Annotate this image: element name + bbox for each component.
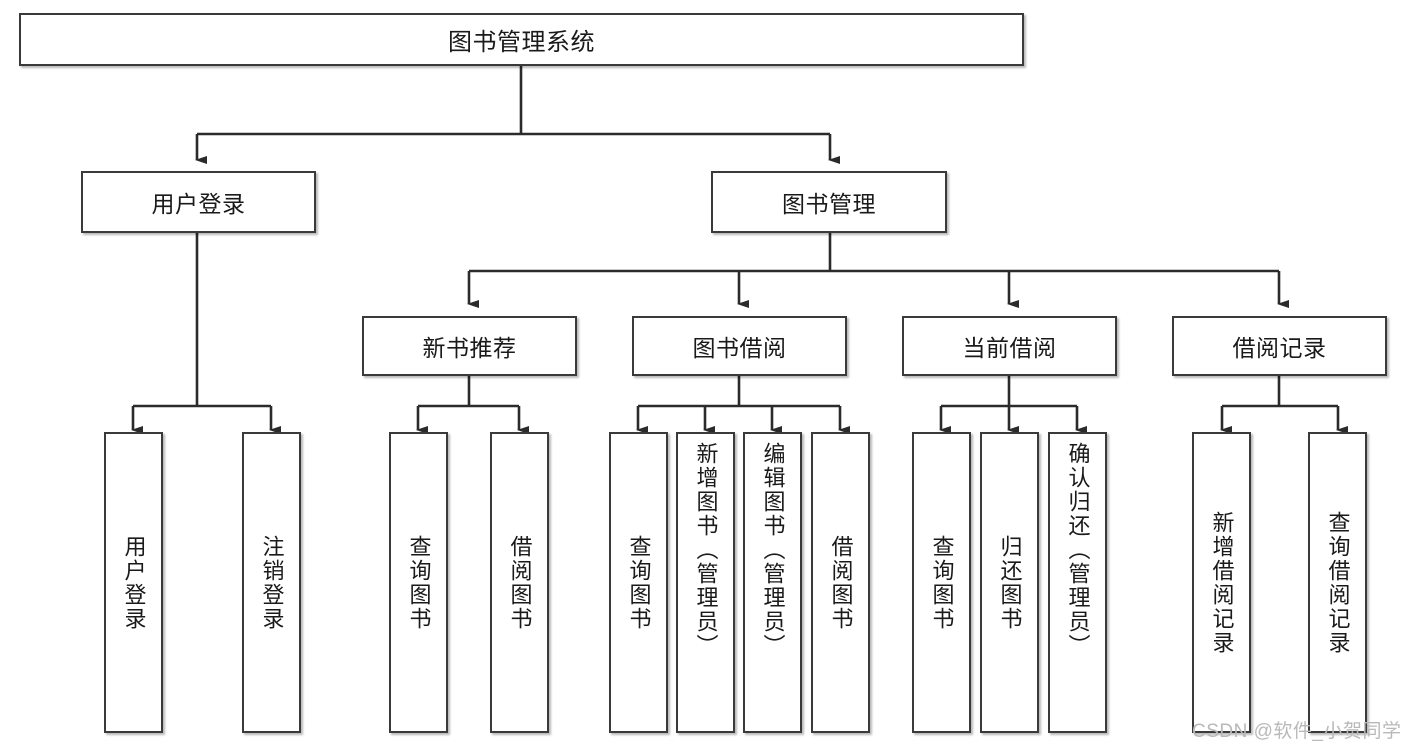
node-label: 当前借阅 (962, 335, 1057, 361)
node-user-login[interactable]: 用户登录 (81, 171, 316, 233)
node-label: 归还图书 (997, 534, 1023, 631)
leaf-borrow-edit-book-admin[interactable]: 编辑图书（管理员） (743, 432, 802, 733)
node-current-borrow[interactable]: 当前借阅 (902, 316, 1117, 376)
leaf-record-add-record[interactable]: 新增借阅记录 (1192, 432, 1251, 733)
node-label: 图书管理 (782, 191, 876, 217)
node-label: 新增借阅记录 (1209, 510, 1235, 655)
node-label: 确认归还（管理员） (1065, 442, 1091, 658)
leaf-current-confirm-return-admin[interactable]: 确认归还（管理员） (1048, 432, 1107, 733)
node-label: 查询图书 (406, 534, 432, 631)
node-new-book-recommend[interactable]: 新书推荐 (362, 316, 577, 376)
node-label: 新增图书（管理员） (693, 442, 719, 658)
node-label: 查询图书 (929, 534, 955, 631)
leaf-recommend-query-book[interactable]: 查询图书 (389, 432, 448, 733)
leaf-current-query-book[interactable]: 查询图书 (912, 432, 971, 733)
leaf-user-logout[interactable]: 注销登录 (242, 432, 301, 733)
node-label: 借阅图书 (507, 534, 533, 631)
node-label: 编辑图书（管理员） (760, 442, 786, 658)
node-label: 图书管理系统 (448, 29, 595, 56)
node-label: 借阅记录 (1232, 335, 1327, 361)
leaf-recommend-borrow-book[interactable]: 借阅图书 (490, 432, 549, 733)
leaf-borrow-add-book-admin[interactable]: 新增图书（管理员） (676, 432, 735, 733)
watermark-text: CSDN @软件_小贺同学 (1192, 721, 1402, 742)
node-book-borrow[interactable]: 图书借阅 (632, 316, 847, 376)
node-label: 新书推荐 (422, 335, 517, 361)
node-label: 查询图书 (626, 534, 652, 631)
leaf-record-query-record[interactable]: 查询借阅记录 (1308, 432, 1367, 733)
node-book-management[interactable]: 图书管理 (711, 171, 947, 233)
leaf-borrow-query-book[interactable]: 查询图书 (609, 432, 668, 733)
node-label: 注销登录 (259, 534, 285, 631)
leaf-user-login-do[interactable]: 用户登录 (104, 432, 163, 733)
node-label: 图书借阅 (692, 335, 787, 361)
node-label: 借阅图书 (828, 534, 854, 631)
node-root-system[interactable]: 图书管理系统 (19, 13, 1024, 66)
node-label: 用户登录 (121, 534, 147, 631)
leaf-current-return-book[interactable]: 归还图书 (980, 432, 1039, 733)
node-label: 用户登录 (151, 191, 246, 217)
leaf-borrow-borrow-book[interactable]: 借阅图书 (811, 432, 870, 733)
node-label: 查询借阅记录 (1325, 510, 1351, 655)
node-borrow-record[interactable]: 借阅记录 (1172, 316, 1387, 376)
